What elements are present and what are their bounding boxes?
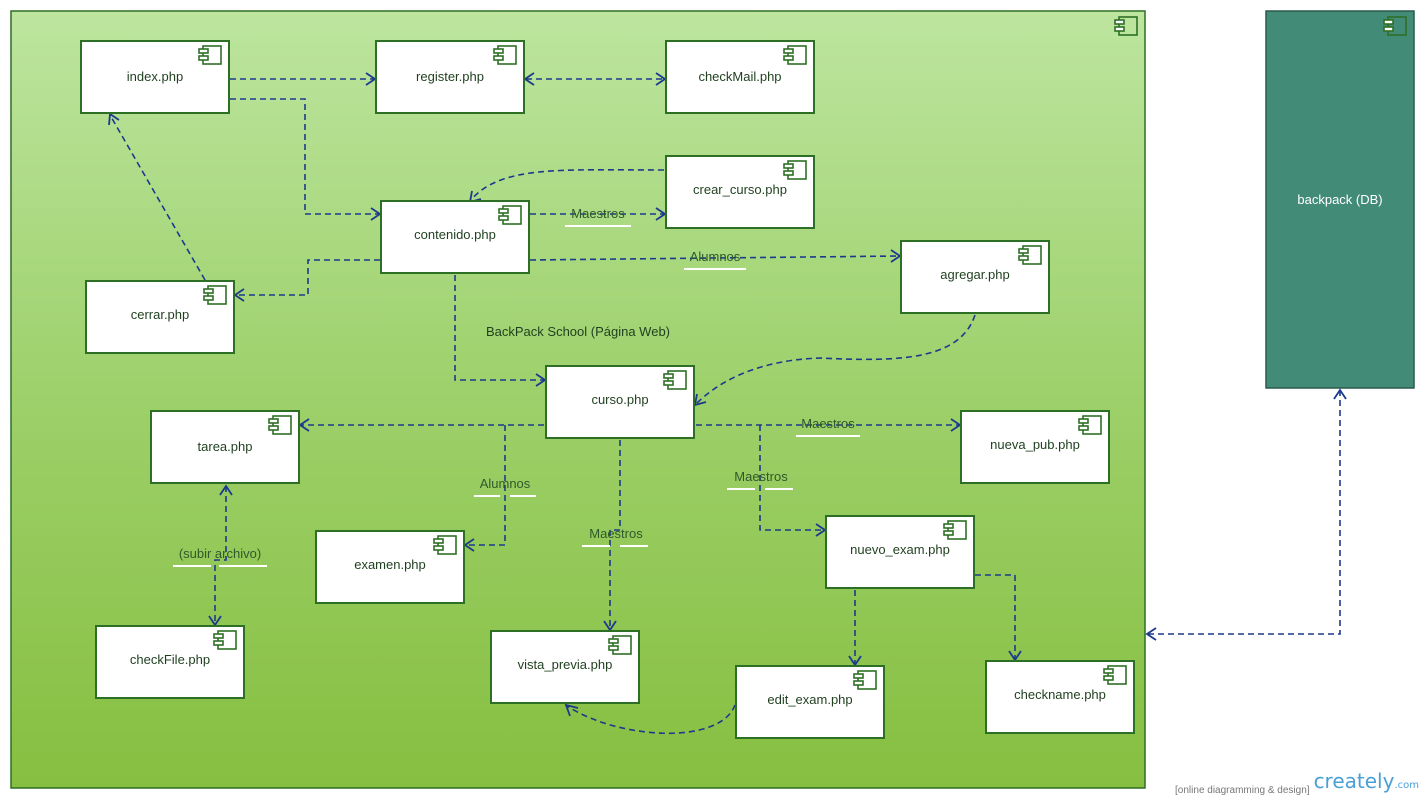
- component-cerrar[interactable]: cerrar.php: [85, 280, 235, 354]
- component-contenido[interactable]: contenido.php: [380, 200, 530, 274]
- component-label: tarea.php: [198, 439, 253, 454]
- label-subir-archivo: (subir archivo): [179, 546, 261, 561]
- edge-crear-contenido: [469, 168, 665, 202]
- component-nueva-pub[interactable]: nueva_pub.php: [960, 410, 1110, 484]
- component-label: examen.php: [354, 557, 426, 572]
- component-vista-previa[interactable]: vista_previa.php: [490, 630, 640, 704]
- component-label: checkMail.php: [698, 69, 781, 84]
- edge-contenido-curso: [454, 275, 544, 381]
- component-label: nueva_pub.php: [990, 437, 1080, 452]
- component-checkname[interactable]: checkname.php: [985, 660, 1135, 734]
- edge-contenido-cerrar: [236, 259, 380, 296]
- edge-agregar-curso: [695, 314, 976, 405]
- edge-labels: Maestros Alumnos Maestros Alumnos Maestr…: [173, 206, 860, 567]
- component-label: checkFile.php: [130, 652, 210, 667]
- component-label: contenido.php: [414, 227, 496, 242]
- system-title: BackPack School (Página Web): [486, 324, 670, 339]
- component-checkfile[interactable]: checkFile.php: [95, 625, 245, 699]
- creately-logo[interactable]: creately.com: [1314, 771, 1419, 796]
- component-checkmail[interactable]: checkMail.php: [665, 40, 815, 114]
- component-label: checkname.php: [1014, 687, 1106, 702]
- edge-curso-nuevoexam: [759, 425, 824, 531]
- watermark: [online diagramming & design] creately.c…: [1175, 771, 1419, 796]
- component-label: edit_exam.php: [767, 692, 852, 707]
- component-register[interactable]: register.php: [375, 40, 525, 114]
- database-box[interactable]: [1265, 10, 1415, 389]
- label-alumnos-agregar: Alumnos: [690, 249, 741, 264]
- component-tarea[interactable]: tarea.php: [150, 410, 300, 484]
- component-nuevo-exam[interactable]: nuevo_exam.php: [825, 515, 975, 589]
- component-label: vista_previa.php: [518, 657, 613, 672]
- component-label: crear_curso.php: [693, 182, 787, 197]
- edge-index-contenido: [230, 98, 379, 215]
- brand-name: creately: [1313, 769, 1395, 793]
- label-maestros-crear: Maestros: [571, 206, 625, 221]
- component-edit-exam[interactable]: edit_exam.php: [735, 665, 885, 739]
- label-alumnos-examen: Alumnos: [480, 476, 531, 491]
- edges: [108, 72, 1347, 735]
- watermark-tagline: [online diagramming & design]: [1175, 785, 1310, 796]
- label-maestros-nuevoexam: Maestros: [734, 469, 788, 484]
- edge-curso-vista: [609, 440, 621, 629]
- edge-db-system: [1148, 390, 1341, 635]
- edge-cerrar-index: [109, 114, 206, 281]
- component-examen[interactable]: examen.php: [315, 530, 465, 604]
- edge-contenido-agregar: [529, 255, 900, 261]
- component-curso[interactable]: curso.php: [545, 365, 695, 439]
- component-crear-curso[interactable]: crear_curso.php: [665, 155, 815, 229]
- label-maestros-nuevapub: Maestros: [801, 416, 855, 431]
- component-label: curso.php: [591, 392, 648, 407]
- component-label: register.php: [416, 69, 484, 84]
- edge-nuevoexam-checkname: [975, 574, 1016, 659]
- database-label: backpack (DB): [1297, 192, 1382, 207]
- component-label: cerrar.php: [131, 307, 190, 322]
- edge-editexam-vista: [566, 704, 736, 735]
- component-label: index.php: [127, 69, 183, 84]
- component-label: nuevo_exam.php: [850, 542, 950, 557]
- component-index[interactable]: index.php: [80, 40, 230, 114]
- edge-curso-examen: [466, 425, 506, 546]
- component-label: agregar.php: [940, 267, 1009, 282]
- brand-suffix: .com: [1394, 780, 1419, 791]
- component-agregar[interactable]: agregar.php: [900, 240, 1050, 314]
- label-maestros-vista: Maestros: [589, 526, 643, 541]
